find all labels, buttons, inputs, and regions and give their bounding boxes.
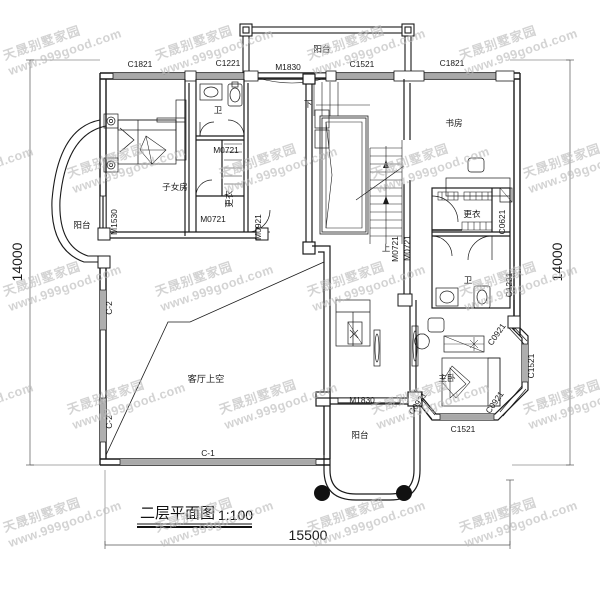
opening-label-m1830-top: M1830 (275, 62, 301, 72)
room-label-children-bedroom: 子女房 (162, 181, 188, 192)
dimension-labels: 14000 14000 15500 (9, 242, 565, 543)
children-bath-fixtures (195, 81, 271, 233)
opening-label-c2-lower: C-2 (104, 415, 114, 429)
balcony-top-outline (239, 23, 415, 73)
staircase (305, 82, 405, 244)
opening-label-m0921-child: M0921 (253, 214, 263, 240)
living-void-windows (99, 289, 317, 466)
opening-label-c1521-e: C1521 (526, 353, 536, 378)
top-wall-windows (112, 70, 515, 84)
master-bedroom-furniture (411, 317, 501, 407)
opening-label-c1-bottom: C-1 (201, 448, 215, 458)
opening-label-m0721-hall-a: M0721 (390, 236, 400, 262)
opening-label-c0921-se: C0921 (483, 389, 506, 415)
room-label-bathroom-child: 卫 (214, 105, 223, 115)
dimension-left: 14000 (9, 242, 25, 281)
living-void-outline (105, 261, 325, 456)
room-label-balcony-top: 阳台 (313, 43, 330, 54)
room-label-study: 书房 (445, 117, 462, 128)
master-suite-fixtures (431, 187, 513, 309)
balcony-bottom-outline (315, 391, 423, 501)
balcony-columns (314, 485, 412, 501)
opening-label-c1221-right: C1221 (504, 272, 514, 297)
opening-label-m0721-child-b: M0721 (200, 214, 226, 224)
room-label-living-void: 客厅上空 (188, 373, 225, 384)
plan-title: 二层平面图 (140, 505, 215, 522)
room-label-bathroom-master: 卫 (464, 275, 473, 285)
room-label-balcony-bottom: 阳台 (351, 429, 368, 440)
children-bedroom-walls (100, 79, 262, 239)
opening-label-c1821-top-left: C1821 (128, 59, 153, 69)
hall-furniture (335, 299, 381, 367)
m1830-bottom-door (337, 397, 401, 405)
room-labels: 子女房 阳台 阳台 阳台 书房 更衣 卫 更衣 卫 客厅上空 主卧 (73, 43, 481, 440)
opening-label-m0721-hall-b: M0721 (402, 235, 412, 261)
children-bedroom-furniture (103, 99, 187, 173)
dimension-right: 14000 (549, 242, 565, 281)
opening-labels: C1821 C1221 M1830 C1521 C1821 M1530 M072… (104, 58, 536, 458)
opening-label-c1821-top-right: C1821 (440, 58, 465, 68)
study-furniture (314, 109, 511, 197)
opening-label-c2-upper: C-2 (104, 301, 114, 315)
stair-down-label: 下 (304, 99, 312, 109)
opening-label-c1521-s: C1521 (451, 424, 476, 434)
room-label-master-bedroom: 主卧 (438, 372, 456, 383)
dimension-lines (26, 59, 574, 549)
opening-label-c0621-right: C0621 (497, 209, 507, 234)
dimension-bottom: 15500 (289, 527, 328, 543)
room-label-cloakroom-child: 更衣 (223, 190, 234, 208)
opening-label-c0921-ne: C0921 (485, 321, 508, 347)
opening-label-m1530-left: M1530 (109, 209, 119, 235)
stair-direction-labels: 下 上 (304, 99, 390, 253)
wall-piers (97, 227, 521, 329)
title-block: 二层平面图 1:100 (137, 505, 253, 528)
opening-label-m1830-bottom: M1830 (349, 395, 375, 405)
opening-label-c1221-top: C1221 (216, 58, 241, 68)
opening-label-c1521-top: C1521 (350, 59, 375, 69)
opening-label-m0721-child-a: M0721 (213, 145, 239, 155)
stair-up-label: 上 (382, 243, 390, 253)
room-label-balcony-left: 阳台 (73, 219, 90, 230)
balcony-left-outline (51, 119, 107, 263)
interior-walls (302, 73, 411, 459)
room-label-cloakroom-master: 更衣 (463, 208, 481, 219)
plan-scale: 1:100 (218, 507, 253, 523)
